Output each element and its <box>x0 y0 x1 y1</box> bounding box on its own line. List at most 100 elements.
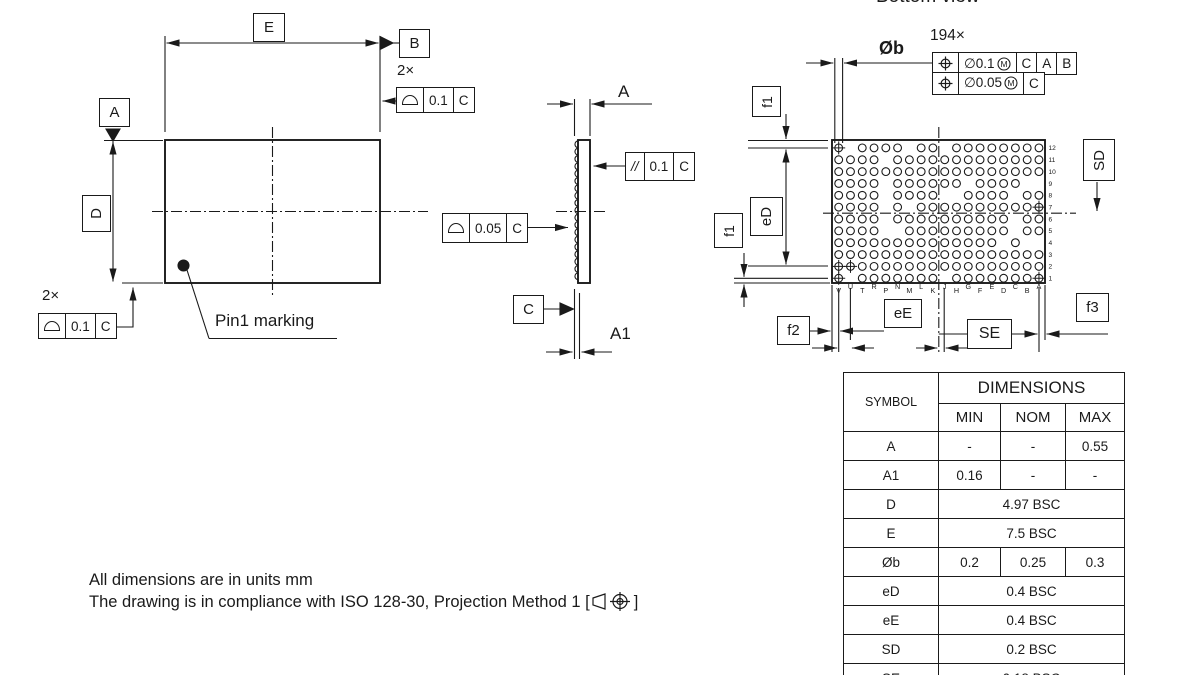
ball-column-letter: B <box>1025 286 1030 295</box>
solder-ball <box>904 179 914 188</box>
solder-ball <box>834 179 844 188</box>
solder-ball <box>857 167 867 177</box>
solder-ball <box>987 250 997 260</box>
solder-ball <box>928 179 938 188</box>
solder-ball <box>846 155 855 165</box>
solder-ball <box>940 179 950 188</box>
solder-ball <box>881 261 891 271</box>
solder-ball <box>916 273 926 283</box>
note-units: All dimensions are in units mm <box>89 571 313 589</box>
solder-ball <box>893 273 903 283</box>
solder-ball <box>857 261 867 271</box>
solder-ball <box>846 226 855 236</box>
solder-ball <box>987 273 997 283</box>
solder-ball <box>963 167 973 177</box>
mmc-icon: M <box>1004 76 1018 90</box>
fcf-datum: C <box>679 159 690 174</box>
table-header-dimensions: DIMENSIONS <box>937 372 1126 404</box>
solder-ball <box>987 214 997 224</box>
table-header-max: MAX <box>1064 403 1126 432</box>
solder-ball <box>1022 226 1032 236</box>
solder-ball <box>963 261 973 271</box>
solder-ball <box>916 214 926 224</box>
solder-ball <box>999 250 1009 260</box>
fcf-datum: C <box>1029 75 1039 91</box>
fcf-datum: B <box>1062 56 1072 71</box>
table-header-min: MIN <box>938 403 1001 432</box>
ball-column-letter: F <box>978 286 983 295</box>
ball-column-letter: H <box>954 286 959 295</box>
ball-column-letter: R <box>871 282 876 291</box>
solder-ball <box>963 143 973 153</box>
ball-row-number: 1 <box>1049 276 1053 283</box>
solder-ball <box>1010 261 1020 271</box>
solder-ball <box>893 261 903 271</box>
fcf-tolerance: 0.05 <box>470 214 508 242</box>
ball-row-number: 7 <box>1049 204 1053 211</box>
dim-label-A1: A1 <box>610 324 631 343</box>
table-row: A--0.55 <box>843 431 1126 461</box>
solder-ball <box>987 179 997 188</box>
solder-ball <box>1034 261 1044 271</box>
datum-a-triangle <box>105 128 121 143</box>
solder-ball <box>975 261 985 271</box>
ball-column-letter: L <box>919 282 923 291</box>
solder-ball <box>881 238 891 248</box>
fcf-datum: C <box>512 220 523 236</box>
count-label-2x-bottom: 2× <box>42 287 60 304</box>
solder-ball <box>975 155 985 165</box>
solder-ball <box>1022 250 1032 260</box>
solder-ball <box>1034 190 1044 200</box>
solder-ball <box>916 238 926 248</box>
svg-text:M: M <box>1000 59 1007 69</box>
ball-row-number: 11 <box>1049 157 1056 164</box>
fcf-position-row1: ∅0.1 M C A B <box>932 52 1078 75</box>
side-view-linework <box>520 99 652 359</box>
ball-row-number: 8 <box>1049 193 1053 200</box>
solder-ball <box>916 179 926 188</box>
solder-ball <box>869 179 879 188</box>
dim-label-SD: SD <box>1083 139 1115 181</box>
profile-surface-icon <box>39 314 66 338</box>
solder-ball <box>952 250 961 260</box>
datum-a-label: A <box>99 98 130 127</box>
solder-ball <box>1022 167 1032 177</box>
fcf-datum: C <box>100 318 111 334</box>
solder-ball <box>1010 143 1020 153</box>
solder-ball <box>952 179 961 188</box>
solder-ball <box>940 202 950 212</box>
solder-ball <box>952 167 961 177</box>
solder-ball <box>987 167 997 177</box>
dim-label-f1-top: f1 <box>752 86 781 117</box>
fcf-profile-balls: 0.05 C <box>442 213 529 243</box>
solder-ball <box>999 202 1009 212</box>
solder-ball <box>952 202 961 212</box>
solder-ball <box>869 155 879 165</box>
solder-ball <box>893 155 903 165</box>
solder-ball <box>869 273 879 283</box>
solder-ball <box>952 238 961 248</box>
solder-ball <box>952 155 961 165</box>
solder-ball <box>928 226 938 236</box>
fcf-parallelism: // 0.1 C <box>625 152 696 181</box>
solder-ball <box>857 250 867 260</box>
ball-row-number: 4 <box>1049 240 1053 247</box>
solder-ball <box>904 238 914 248</box>
solder-ball <box>869 190 879 200</box>
solder-ball <box>893 214 903 224</box>
ball-column-letter: C <box>1013 282 1018 291</box>
solder-ball <box>916 250 926 260</box>
dim-label-D: D <box>82 195 111 232</box>
ball-column-letter: E <box>989 282 994 291</box>
first-angle-projection-icon <box>592 592 630 611</box>
fcf-tolerance: 0.1 <box>424 88 454 112</box>
solder-ball <box>904 214 914 224</box>
solder-ball <box>928 273 938 283</box>
solder-ball <box>881 167 891 177</box>
solder-ball <box>999 179 1009 188</box>
dim-label-E: E <box>253 13 285 42</box>
datum-c-triangle <box>559 302 575 316</box>
